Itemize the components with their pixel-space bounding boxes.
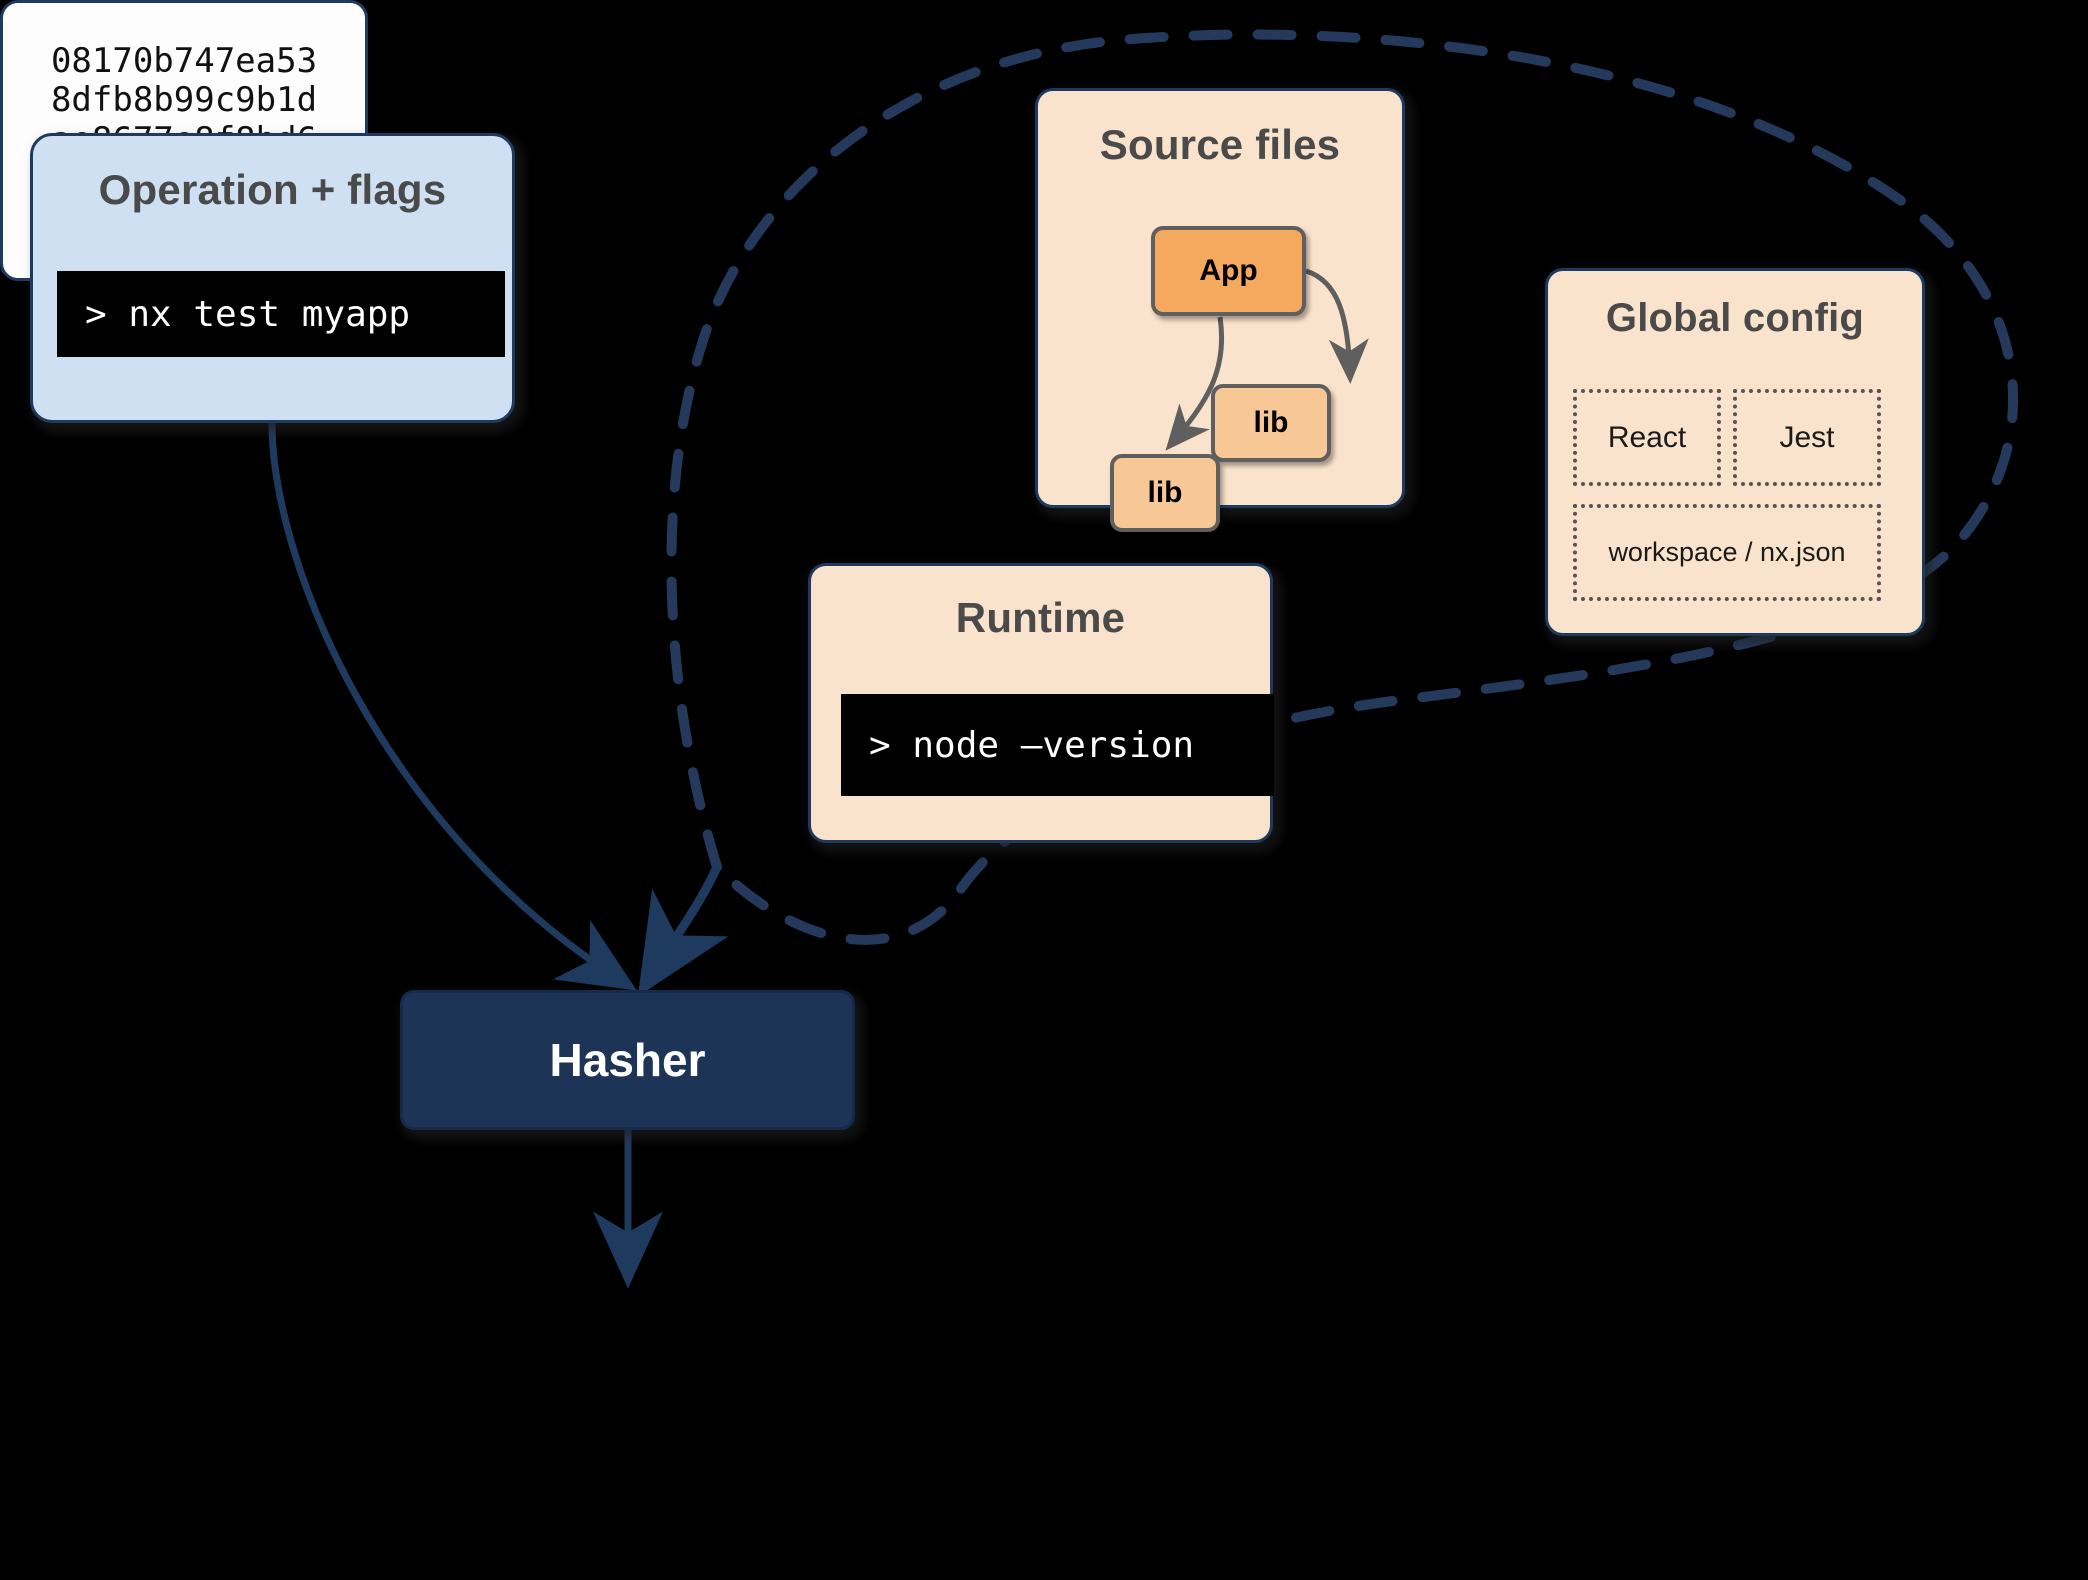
global-config-item-jest-label: Jest [1779, 420, 1835, 454]
operation-flags-card: Operation + flags > nx test myapp [30, 133, 515, 423]
edge-operation-to-hasher [268, 422, 637, 991]
edge-app-to-lib-right [1305, 268, 1369, 384]
global-config-item-react: React [1573, 389, 1721, 486]
source-node-lib-left[interactable]: lib [1110, 454, 1220, 532]
source-node-lib-right-label: lib [1253, 406, 1289, 439]
global-config-item-jest: Jest [1733, 389, 1881, 486]
source-node-app-label: App [1199, 254, 1258, 287]
runtime-card: Runtime > node –version [808, 563, 1274, 843]
source-files-title: Source files [1099, 121, 1341, 168]
runtime-title: Runtime [955, 594, 1126, 641]
hasher-label: Hasher [549, 1034, 706, 1086]
global-config-card: Global config React Jest workspace / nx.… [1545, 268, 1925, 636]
operation-terminal: > nx test myapp [57, 271, 505, 357]
global-config-item-workspace: workspace / nx.json [1573, 504, 1881, 601]
source-node-lib-right[interactable]: lib [1211, 384, 1331, 462]
source-files-card: Source files App lib lib [1035, 88, 1405, 532]
runtime-terminal: > node –version [841, 694, 1274, 796]
hasher-node[interactable]: Hasher [400, 990, 855, 1130]
source-files-graph-edges [1165, 268, 1369, 451]
edge-app-to-lib-left [1165, 316, 1225, 451]
global-config-title: Global config [1605, 296, 1865, 340]
edge-inputs-to-hasher [637, 865, 729, 997]
source-node-app[interactable]: App [1151, 226, 1306, 316]
operation-flags-title: Operation + flags [98, 166, 447, 213]
source-node-lib-left-label: lib [1147, 476, 1183, 509]
global-config-item-workspace-label: workspace / nx.json [1608, 537, 1846, 567]
global-config-item-react-label: React [1607, 420, 1687, 454]
